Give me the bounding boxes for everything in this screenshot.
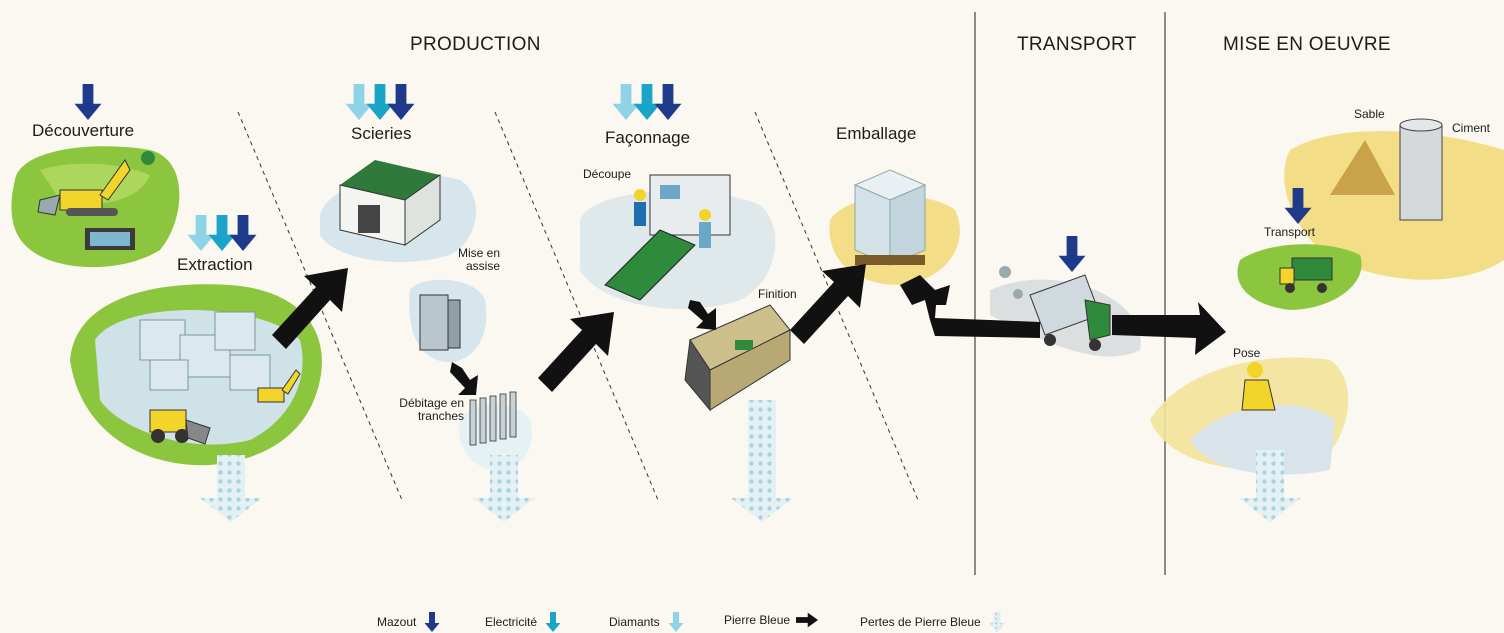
dashed-divider-2 <box>494 111 659 501</box>
flow-arrow-emballage <box>900 275 1040 338</box>
transport-scene <box>990 266 1141 357</box>
legend-label: Mazout <box>377 615 417 629</box>
pertes-arrow-icon <box>988 612 1005 632</box>
pierre-bleue-flow <box>272 264 1226 395</box>
step-mise-en-assise: Mise en assise <box>457 246 500 273</box>
faconnage-scene <box>580 174 776 309</box>
phase-mise-en-oeuvre: MISE EN OEUVRE <box>1223 34 1391 55</box>
pose-scene <box>1150 357 1349 475</box>
energy-extraction <box>187 215 257 251</box>
step-scieries: Scieries <box>351 124 412 143</box>
pertes-flow <box>200 400 1301 522</box>
mazout-arrow-icon <box>424 612 440 632</box>
cutting-machine-icon <box>649 174 731 236</box>
legend-item-pertes: Pertes de Pierre Bleue <box>860 612 1007 632</box>
legend-item-mazout: Mazout <box>377 612 442 632</box>
flow-arrow-finition <box>790 264 866 344</box>
mazout-arrow-icon <box>1058 236 1086 272</box>
finition-scene <box>684 304 791 412</box>
pertes-arrow-extraction <box>200 455 262 522</box>
step-emballage: Emballage <box>836 124 917 143</box>
energy-transport <box>1058 236 1086 272</box>
mazout-arrow-icon <box>74 84 102 120</box>
pertes-arrow-pose <box>1239 450 1301 522</box>
debitage-scene <box>459 391 532 470</box>
energy-scieries <box>345 84 415 120</box>
loader-icon <box>149 409 211 445</box>
mazout-arrow-icon <box>387 84 415 120</box>
conveyor-icon <box>604 229 696 301</box>
legend-label: Electricité <box>485 615 538 629</box>
electricite-arrow-icon <box>208 215 236 251</box>
sawmill-building-icon <box>339 160 441 246</box>
pierre-bleue-arrow-icon <box>796 612 819 628</box>
flow-arrow-extraction <box>272 268 348 349</box>
electricite-arrow-icon <box>633 84 661 120</box>
step-debitage: Débitage en tranches <box>399 396 464 423</box>
diamants-arrow-icon <box>187 215 215 251</box>
flow-arrow-transport <box>1112 302 1226 355</box>
small-excavator-icon <box>257 369 301 403</box>
emballage-scene <box>829 169 960 285</box>
legend-label: Diamants <box>609 615 660 629</box>
diamants-arrow-icon <box>612 84 640 120</box>
phase-transport: TRANSPORT <box>1017 34 1137 55</box>
extraction-scene <box>70 284 322 466</box>
worker-icon <box>699 209 711 248</box>
step-faconnage: Façonnage <box>605 128 691 147</box>
pertes-arrow-finition <box>731 400 793 522</box>
dump-truck-icon <box>1279 257 1333 293</box>
flow-arrow-assise <box>450 362 478 395</box>
mise-en-assise-scene <box>409 279 487 363</box>
truck-icon <box>1029 274 1111 351</box>
tree-icon <box>141 151 155 165</box>
step-transport: Transport <box>1264 225 1315 239</box>
diamants-arrow-icon <box>345 84 373 120</box>
scieries-scene <box>320 160 477 263</box>
legend-label: Pertes de Pierre Bleue <box>860 615 981 629</box>
legend-item-pierre-bleue: Pierre Bleue <box>724 612 819 628</box>
pallet-icon <box>853 169 927 266</box>
step-extraction: Extraction <box>177 255 253 274</box>
pertes-arrow-debitage <box>473 455 535 522</box>
sand-pile-icon <box>1330 140 1395 195</box>
delivery-scene <box>1237 244 1362 310</box>
step-decoupe: Découpe <box>583 167 632 181</box>
flow-arrow-debitage <box>538 312 614 392</box>
energy-decouverture <box>74 84 102 120</box>
step-ciment: Ciment <box>1452 121 1491 135</box>
excavator-icon <box>37 159 131 216</box>
step-finition: Finition <box>758 287 797 301</box>
energy-faconnage <box>612 84 682 120</box>
decouverture-scene <box>11 146 180 268</box>
flow-arrow-decoupe <box>688 300 716 330</box>
legend-item-diamants: Diamants <box>609 612 686 632</box>
step-sable: Sable <box>1354 107 1385 121</box>
cement-silo-icon <box>1399 118 1443 221</box>
step-pose: Pose <box>1233 346 1261 360</box>
worker-icon <box>634 189 646 226</box>
paver-worker-icon <box>1241 362 1276 411</box>
materials-scene <box>1284 118 1504 280</box>
phase-production: PRODUCTION <box>410 34 541 55</box>
legend-item-electricite: Electricité <box>485 612 563 632</box>
mazout-arrow-icon <box>654 84 682 120</box>
diamants-arrow-icon <box>668 612 684 632</box>
legend-label: Pierre Bleue <box>724 613 791 627</box>
electricite-arrow-icon <box>366 84 394 120</box>
mazout-arrow-icon <box>229 215 257 251</box>
electricite-arrow-icon <box>545 612 561 632</box>
step-decouverture: Découverture <box>32 121 135 140</box>
